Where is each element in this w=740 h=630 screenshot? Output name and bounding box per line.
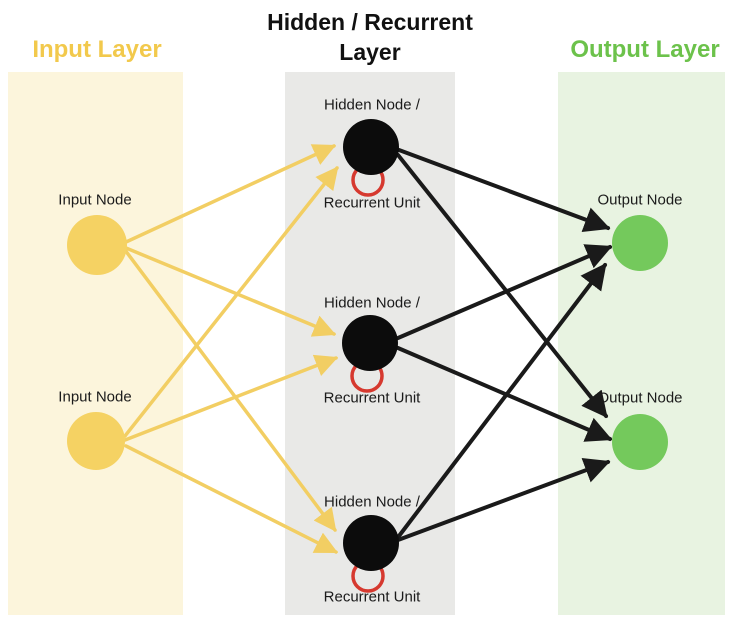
input-node-2-label: Input Node [58, 388, 132, 406]
edge-input1-hidden3 [123, 248, 337, 532]
input-node-2 [67, 412, 125, 470]
output-node-1-label: Output Node [597, 191, 683, 209]
edge-input1-hidden2 [124, 246, 337, 337]
edge-hidden3-output2 [396, 457, 611, 542]
edge-input2-hidden3 [124, 444, 339, 554]
hidden-node-1-label-bottom: Recurrent Unit [323, 194, 421, 212]
hidden-node-1-label-top: Hidden Node / [324, 96, 420, 114]
input-node-1 [67, 215, 127, 275]
edge-hidden2-output1 [396, 244, 613, 340]
diagram-title-line2: Layer [339, 39, 401, 65]
input-node-1-label: Input Node [58, 191, 132, 209]
hidden-node-2-label-bottom: Recurrent Unit [323, 389, 421, 407]
edge-input2-hidden2 [123, 354, 339, 442]
output-layer-band [558, 72, 725, 615]
output-layer-heading: Output Layer [570, 36, 720, 63]
hidden-node-3-label-bottom: Recurrent Unit [323, 588, 421, 606]
edge-input2-hidden1 [123, 166, 339, 438]
output-node-2 [612, 414, 668, 470]
edge-input1-hidden1 [124, 144, 337, 244]
input-layer-heading: Input Layer [32, 36, 162, 63]
edge-hidden1-output1 [397, 148, 611, 232]
edge-hidden3-output1 [397, 262, 607, 538]
hidden-node-2 [342, 315, 398, 371]
diagram-title: Hidden / Recurrent Layer [267, 7, 473, 67]
hidden-node-3 [343, 515, 399, 571]
edge-hidden2-output2 [396, 346, 613, 442]
diagram-title-line1: Hidden / Recurrent [267, 9, 473, 35]
edge-hidden1-output2 [396, 153, 608, 419]
hidden-node-1 [343, 119, 399, 175]
output-node-2-label: Output Node [597, 389, 683, 407]
hidden-node-3-label-top: Hidden Node / [324, 493, 420, 511]
hidden-node-2-label-top: Hidden Node / [324, 294, 420, 312]
input-layer-band [8, 72, 183, 615]
output-node-1 [612, 215, 668, 271]
